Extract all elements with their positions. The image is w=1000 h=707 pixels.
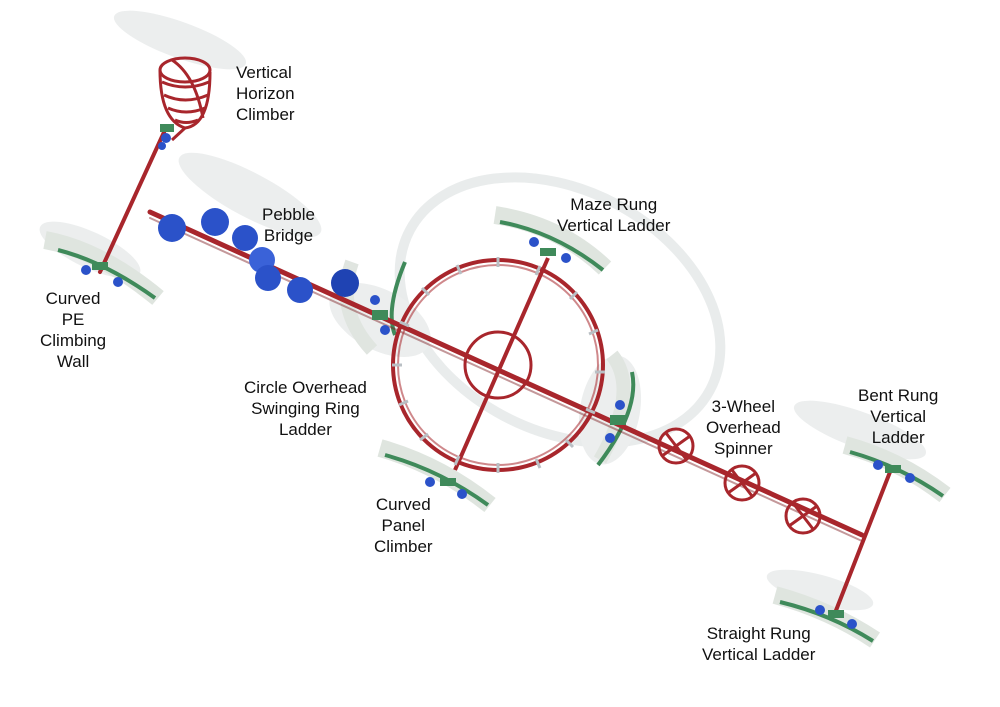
- panel-maze-rung: [493, 206, 612, 275]
- panel-curved-side-right: [593, 350, 636, 467]
- connector-climber-top: [158, 124, 174, 150]
- label-pebble-bridge: Pebble Bridge: [262, 205, 315, 245]
- panel-curved-climber: [377, 439, 496, 513]
- frame-rails: [98, 128, 892, 615]
- connector-maze-rung: [529, 237, 571, 263]
- label-bent-rung-vertical-ladder: Bent Rung Vertical Ladder: [858, 386, 939, 447]
- connector-pe-wall: [81, 262, 123, 287]
- pebble-bridge-icon: [158, 208, 359, 303]
- label-circle-overhead-ladder: Circle Overhead Swinging Ring Ladder: [244, 378, 367, 439]
- connector-curved-climber: [425, 477, 467, 499]
- label-three-wheel-spinner: 3-Wheel Overhead Spinner: [706, 397, 781, 458]
- three-wheel-spinner-icon: [657, 427, 822, 535]
- label-straight-rung-vertical-ladder: Straight Rung Vertical Ladder: [702, 624, 816, 664]
- label-curved-pe-climbing-wall: Curved PE Climbing Wall: [40, 289, 107, 371]
- connector-right-hub: [605, 400, 626, 443]
- circle-overhead-ladder-icon: [391, 257, 605, 473]
- label-vertical-horizon-climber: Vertical Horizon Climber: [236, 63, 295, 124]
- connector-straight-rung: [815, 605, 857, 629]
- connector-bent-rung: [873, 460, 915, 483]
- connector-clamps: [81, 124, 915, 629]
- label-maze-rung-vertical-ladder: Maze Rung Vertical Ladder: [557, 195, 671, 235]
- label-curved-panel-climber: Curved Panel Climber: [374, 495, 433, 556]
- connector-left-hub: [370, 295, 390, 335]
- ground-shadows: [39, 10, 927, 611]
- vertical-horizon-climber-icon: [158, 56, 212, 142]
